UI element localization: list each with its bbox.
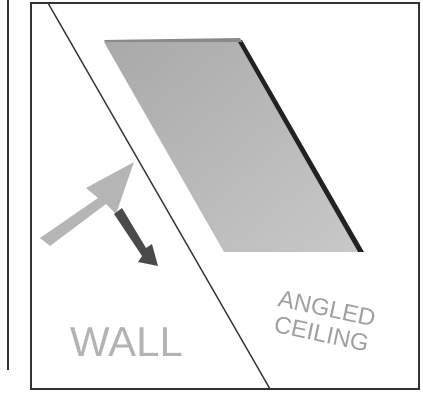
wall-label: WALL [70, 318, 183, 366]
